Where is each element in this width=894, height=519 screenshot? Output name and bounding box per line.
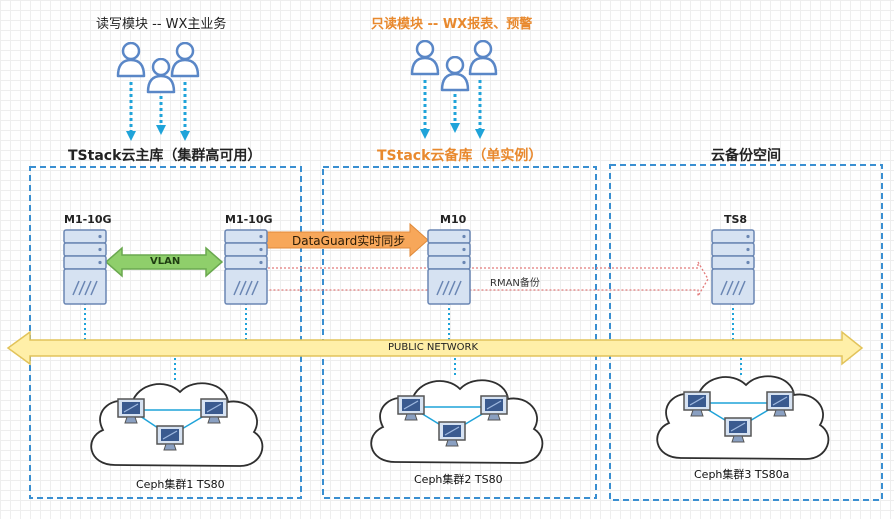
cluster2-label: Ceph集群2 TS80 xyxy=(414,473,503,486)
server-label-backup: TS8 xyxy=(724,213,748,226)
dataguard-arrow xyxy=(265,222,429,258)
user-icon xyxy=(170,42,200,78)
user-icon xyxy=(440,56,470,92)
rman-label: RMAN备份 xyxy=(490,278,540,289)
ro-module-label: 只读模块 -- WX报表、预警 xyxy=(371,17,533,32)
rw-module-label: 读写模块 -- WX主业务 xyxy=(96,17,227,32)
cloud-icon xyxy=(90,382,264,467)
server-icon xyxy=(427,229,471,305)
zone-primary-title: TStack云主库（集群高可用） xyxy=(68,148,262,164)
vlan-arrow xyxy=(104,246,224,278)
user-icon xyxy=(146,58,176,94)
server-icon xyxy=(224,229,268,305)
user-icon xyxy=(116,42,146,78)
dataguard-label: DataGuard实时同步 xyxy=(292,234,406,248)
zone-backup-title: 云备份空间 xyxy=(711,148,781,164)
server-label-standby: M10 xyxy=(440,213,467,226)
server-icon xyxy=(63,229,107,305)
user-icon xyxy=(468,40,498,76)
server-icon xyxy=(711,229,755,305)
public-network-label: PUBLIC NETWORK xyxy=(388,342,479,353)
server-label-primary-b: M1-10G xyxy=(225,213,273,226)
cluster3-label: Ceph集群3 TS80a xyxy=(694,468,790,481)
vlan-label: VLAN xyxy=(150,256,181,267)
cluster1-label: Ceph集群1 TS80 xyxy=(136,478,225,491)
zone-backup-box xyxy=(609,164,883,501)
public-network-arrow xyxy=(6,330,864,366)
zone-standby-title: TStack云备库（单实例） xyxy=(377,148,543,164)
server-label-primary-a: M1-10G xyxy=(64,213,112,226)
user-icon xyxy=(410,40,440,76)
rman-arrow xyxy=(268,259,709,299)
zone-primary-box xyxy=(29,166,302,499)
zone-standby-box xyxy=(322,166,597,499)
